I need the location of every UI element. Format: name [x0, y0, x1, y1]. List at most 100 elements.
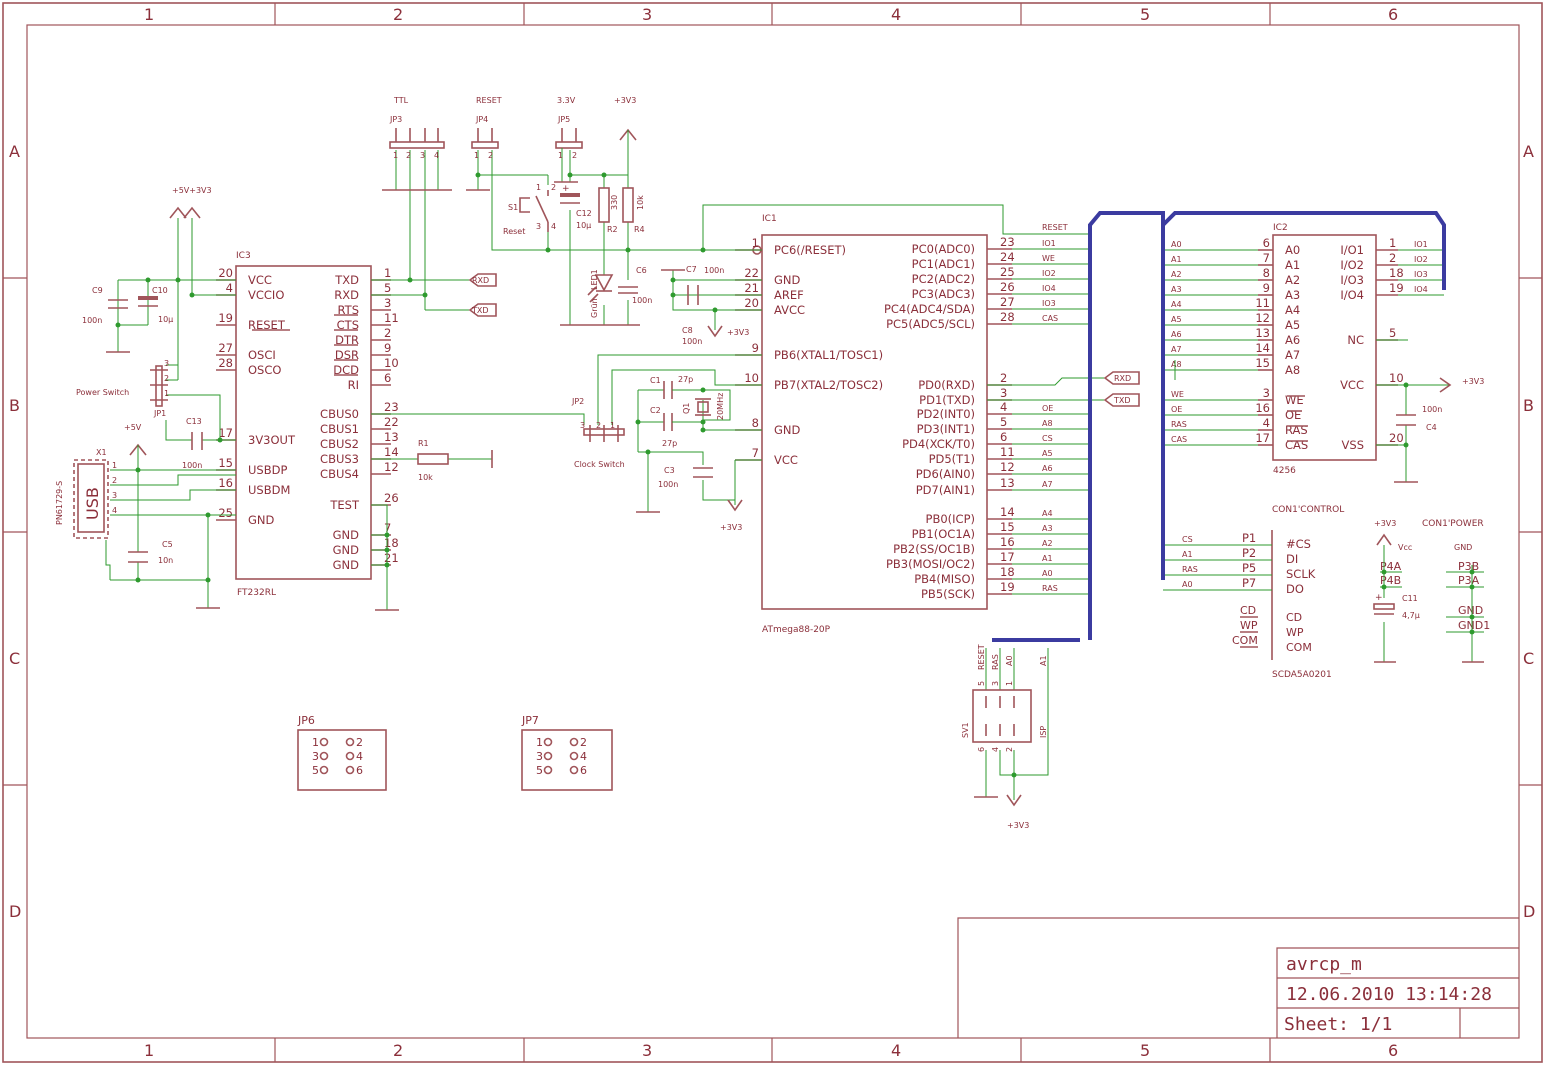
- p3b: P3B: [1458, 560, 1479, 573]
- pin-num: 22: [744, 266, 759, 280]
- pin-num: 26: [384, 491, 399, 505]
- row-label-A: A: [9, 142, 20, 161]
- pin-num: 2: [356, 736, 363, 749]
- c4-name: C4: [1426, 423, 1437, 432]
- svg-text:2: 2: [551, 183, 556, 192]
- con1-gnd-label: GND: [1454, 543, 1472, 552]
- pin-name: AVCC: [774, 303, 805, 317]
- pin-name: PB2(SS/OC1B): [893, 542, 975, 556]
- svg-text:3: 3: [536, 222, 541, 231]
- pin-name: DTR: [335, 333, 359, 347]
- net-label: WE: [1171, 390, 1184, 399]
- sheet-number: Sheet: 1/1: [1284, 1014, 1392, 1035]
- pin-name: DCD: [333, 363, 359, 377]
- jp3-label: TTL: [393, 96, 409, 105]
- net-label: CAS: [1171, 435, 1187, 444]
- pin-num: 22: [384, 415, 399, 429]
- pin-name: PC1(ADC1): [912, 257, 975, 271]
- pin-num: 27: [218, 341, 233, 355]
- net-label: RAS: [1042, 584, 1058, 593]
- pin-num: 19: [1000, 580, 1015, 594]
- col-label-3: 3: [642, 5, 652, 24]
- net-label: A0: [1042, 569, 1053, 578]
- pin-name: PB6(XTAL1/TOSC1): [774, 348, 883, 362]
- pin-num: 6: [384, 371, 391, 385]
- c2-value: 27p: [662, 439, 677, 448]
- pin-name: A1: [1285, 258, 1300, 272]
- net-5v: +5V: [124, 423, 142, 432]
- c12-name: C12: [576, 209, 592, 218]
- net-label: IO2: [1414, 255, 1428, 264]
- pin-name: I/O3: [1340, 273, 1364, 287]
- usb-label: USB: [83, 487, 102, 520]
- pin-num: 1: [312, 736, 319, 749]
- net-label: OE: [1171, 405, 1182, 414]
- pin-name: DO: [1286, 582, 1304, 596]
- pin-num: 23: [1000, 235, 1015, 249]
- pin-num: 9: [384, 341, 391, 355]
- pin-name: A0: [1285, 243, 1300, 257]
- pin-num: 3: [384, 296, 391, 310]
- c8-name: C8: [682, 326, 693, 335]
- c9-value: 100n: [82, 316, 102, 325]
- pin-num: 21: [744, 281, 759, 295]
- pin-num: 16: [218, 476, 233, 490]
- jp4-label: RESET: [476, 96, 502, 105]
- pin-name: PC6(/RESET): [774, 243, 846, 257]
- title-text: avrcp_m: [1286, 954, 1362, 975]
- pin-name: 3V3OUT: [248, 433, 296, 447]
- pin-name: PB4(MISO): [914, 572, 975, 586]
- ic2-name: IC2: [1273, 223, 1288, 233]
- bus-lines: [992, 211, 1446, 642]
- flag-txd-ic1: TXD: [1113, 396, 1131, 405]
- row-label-A: A: [1523, 142, 1534, 161]
- pin-name: A6: [1285, 333, 1300, 347]
- c11-value: 4,7µ: [1402, 611, 1420, 620]
- c8-value: 100n: [682, 337, 702, 346]
- pin-name: PB1(OC1A): [912, 527, 975, 541]
- pin-num: 11: [384, 311, 399, 325]
- c4-value: 100n: [1422, 405, 1442, 414]
- pin-num: 19: [1389, 281, 1404, 295]
- net-3v3-c8: +3V3: [727, 328, 749, 337]
- pin-num: 14: [1000, 505, 1015, 519]
- svg-text:1: 1: [558, 151, 563, 160]
- s1-name: S1: [508, 203, 518, 212]
- jp7-name: JP7: [521, 714, 539, 727]
- pin-num: 15: [218, 456, 233, 470]
- svg-text:1: 1: [474, 151, 479, 160]
- pin-num: P7: [1242, 576, 1256, 590]
- r2-value: 330: [610, 195, 619, 210]
- pin-num: 20: [1389, 431, 1404, 445]
- c13-name: C13: [186, 417, 202, 426]
- svg-text:1: 1: [1005, 681, 1014, 686]
- pin-name: PC4(ADC4/SDA): [884, 302, 975, 316]
- flag-rxd-ic1: RXD: [1114, 374, 1131, 383]
- con1-cd-left: CD: [1240, 604, 1256, 617]
- pin-num: 14: [384, 445, 399, 459]
- pin-num: 6: [1000, 430, 1007, 444]
- row-label-D: D: [1523, 902, 1535, 921]
- jp3-name: JP3: [389, 115, 402, 124]
- svg-text:2: 2: [164, 374, 169, 383]
- c7-value: 100n: [704, 266, 724, 275]
- svg-text:5: 5: [977, 681, 986, 686]
- svg-text:2: 2: [572, 151, 577, 160]
- pin-name: #CS: [1286, 537, 1311, 551]
- con1-vcc-label: Vcc: [1398, 543, 1412, 552]
- pin-num: 18: [1000, 565, 1015, 579]
- net-label: IO2: [1042, 269, 1056, 278]
- net-label: A0: [1182, 580, 1193, 589]
- pin-name: RAS: [1285, 423, 1308, 437]
- svg-text:+: +: [1375, 593, 1383, 603]
- c10-name: C10: [152, 286, 168, 295]
- pin-name: PD5(T1): [929, 452, 975, 466]
- p4b: P4B: [1380, 574, 1401, 587]
- net-3v3-vcc: +3V3: [720, 523, 742, 532]
- sv1-label: ISP: [1039, 726, 1048, 738]
- pin-name: A7: [1285, 348, 1300, 362]
- c6-value: 100n: [632, 296, 652, 305]
- row-label-B: B: [1523, 396, 1534, 415]
